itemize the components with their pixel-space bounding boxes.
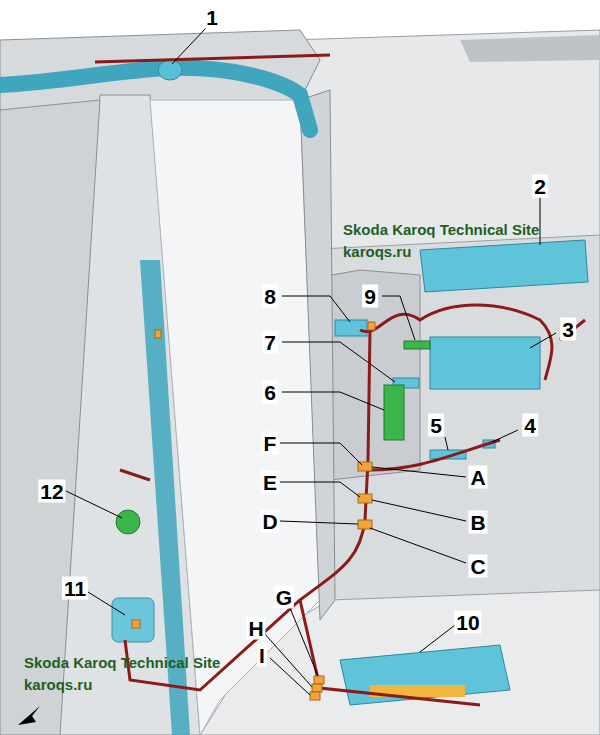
callout-number: 1 [204,6,220,29]
callout-number: 11 [62,577,88,600]
callout-number: C [468,555,487,578]
callout-number: 10 [454,611,481,634]
callout-number: D [260,510,279,533]
callout-number: 7 [262,331,278,354]
callout-number: 4 [522,414,538,437]
callout-number: 8 [262,285,278,308]
callout-number: F [262,432,279,455]
callout-number: 2 [532,175,548,198]
callout-number: 5 [428,414,444,437]
watermark-text: karoqs.ru [343,244,411,259]
callout-number: G [274,586,294,609]
callout-number: 3 [560,318,576,341]
callout-number: 6 [262,381,278,404]
callout-number: 9 [362,285,378,308]
watermark-text: Skoda Karoq Technical Site [24,655,220,670]
callout-number: B [468,511,487,534]
callout-number: I [257,644,267,667]
callout-number: H [246,617,265,640]
watermark-text: Skoda Karoq Technical Site [343,222,539,237]
callout-number: E [261,471,279,494]
watermark-text: karoqs.ru [24,677,92,692]
callout-number: 12 [38,480,65,503]
callout-number: A [468,466,487,489]
